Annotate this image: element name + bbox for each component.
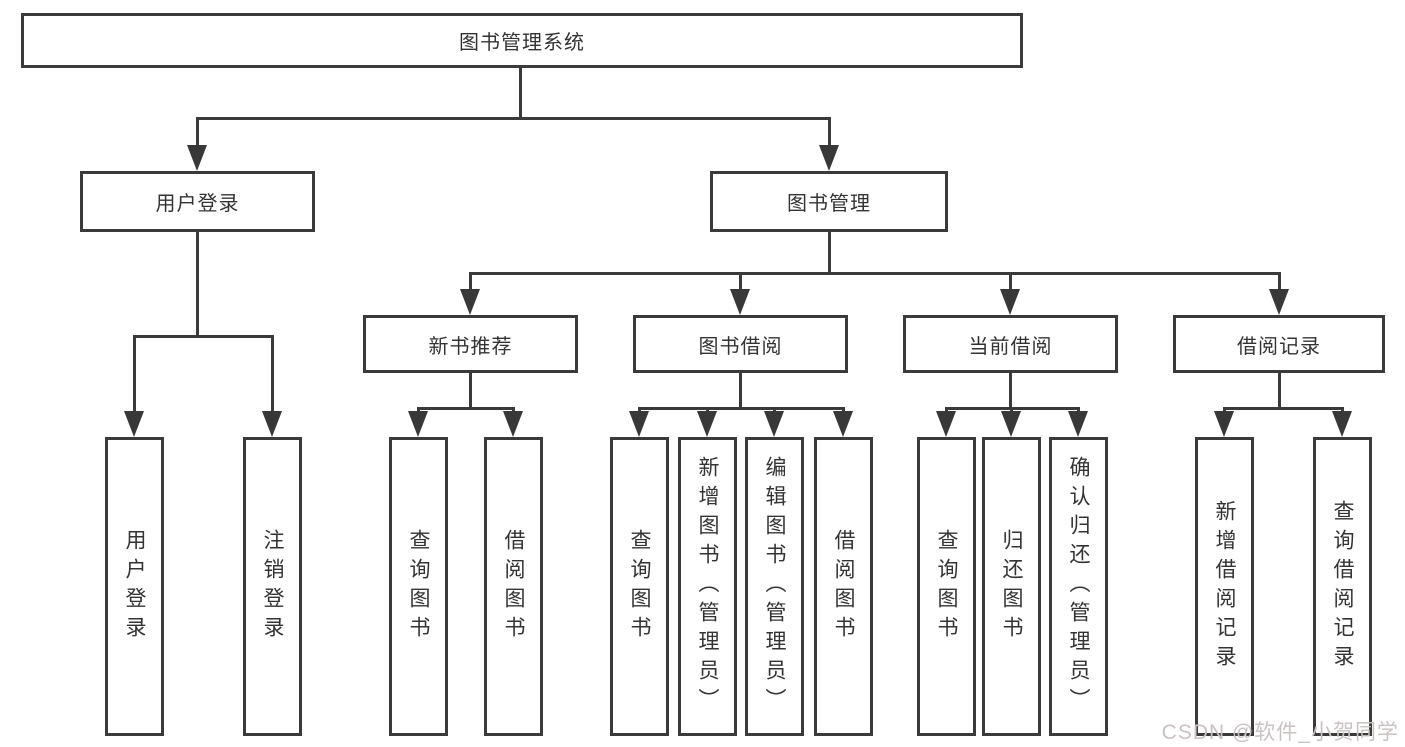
node-label: 查询借阅记录 <box>1331 499 1354 674</box>
connector-book-mgmt-shaft-3 <box>1009 272 1012 292</box>
connector-book-mgmt-shaft-4 <box>1278 272 1281 292</box>
node-label: 编辑图书（管理员） <box>763 456 786 717</box>
node-label: 图书管理系统 <box>459 32 585 54</box>
node-label: 查询图书 <box>628 528 651 645</box>
node-label: 查询图书 <box>407 528 430 645</box>
leaf-confirm-return-admin: 确认归还（管理员） <box>1049 437 1108 736</box>
connector-current-stem <box>1009 373 1012 407</box>
arrow-down-icon <box>124 411 144 437</box>
connector-user-login-stem <box>196 232 199 335</box>
arrow-down-icon <box>819 145 839 171</box>
arrow-down-icon <box>833 411 853 437</box>
leaf-add-borrow-record: 新增借阅记录 <box>1195 437 1254 736</box>
node-label: 查询图书 <box>935 528 958 645</box>
arrow-down-icon <box>408 411 428 437</box>
connector-root-bar <box>196 117 830 120</box>
arrow-down-icon <box>1000 289 1020 315</box>
connector-book-mgmt-bar <box>469 272 1281 275</box>
arrow-down-icon <box>187 145 207 171</box>
node-new-book-recommendation: 新书推荐 <box>363 315 578 373</box>
node-label: 图书借阅 <box>698 335 783 358</box>
node-label: 借阅记录 <box>1237 335 1321 358</box>
arrow-down-icon <box>730 289 750 315</box>
arrow-down-icon <box>460 289 480 315</box>
node-label: 图书管理 <box>787 193 871 215</box>
node-label: 注销登录 <box>261 528 284 645</box>
node-label: 新增图书（管理员） <box>696 456 719 717</box>
connector-user-login-bar <box>133 335 274 338</box>
connector-newbook-stem <box>469 373 472 407</box>
node-current-borrowing: 当前借阅 <box>903 315 1118 373</box>
arrow-down-icon <box>936 411 956 437</box>
connector-root-right-shaft <box>828 117 831 147</box>
arrow-down-icon <box>503 411 523 437</box>
node-user-login: 用户登录 <box>80 171 315 232</box>
node-label: 借阅图书 <box>502 528 525 645</box>
leaf-return-books: 归还图书 <box>982 437 1041 736</box>
arrow-down-icon <box>262 411 282 437</box>
arrow-down-icon <box>764 411 784 437</box>
connector-book-mgmt-shaft-2 <box>739 272 742 292</box>
node-book-borrowing: 图书借阅 <box>633 315 848 373</box>
node-label: 新书推荐 <box>428 335 513 358</box>
arrow-down-icon <box>1001 411 1021 437</box>
connector-user-login-shaft-1 <box>133 335 136 413</box>
node-label: 当前借阅 <box>968 335 1053 358</box>
connector-book-mgmt-shaft-1 <box>469 272 472 292</box>
connector-book-mgmt-stem <box>828 232 831 272</box>
node-label: 归还图书 <box>1000 528 1023 645</box>
connector-user-login-shaft-2 <box>271 335 274 413</box>
connector-newbook-bar <box>417 407 515 410</box>
leaf-logout: 注销登录 <box>243 437 302 736</box>
node-library-management-system: 图书管理系统 <box>21 13 1023 68</box>
leaf-query-books-3: 查询图书 <box>917 437 976 736</box>
arrow-down-icon <box>1269 289 1289 315</box>
connector-records-stem <box>1278 373 1281 407</box>
connector-root-left-shaft <box>196 117 199 147</box>
csdn-watermark: CSDN @软件_小贺同学 <box>1161 721 1399 744</box>
leaf-query-borrow-record: 查询借阅记录 <box>1313 437 1372 736</box>
arrow-down-icon <box>1068 411 1088 437</box>
leaf-borrow-books-1: 借阅图书 <box>484 437 543 736</box>
leaf-add-books-admin: 新增图书（管理员） <box>678 437 737 736</box>
connector-borrowing-stem <box>739 373 742 407</box>
node-label: 新增借阅记录 <box>1213 499 1236 674</box>
node-label: 用户登录 <box>123 528 146 645</box>
node-label: 借阅图书 <box>832 528 855 645</box>
connector-records-bar <box>1223 407 1343 410</box>
node-label: 用户登录 <box>155 193 240 215</box>
node-label: 确认归还（管理员） <box>1067 456 1090 717</box>
arrow-down-icon <box>1332 411 1352 437</box>
leaf-query-books-2: 查询图书 <box>610 437 669 736</box>
arrow-down-icon <box>697 411 717 437</box>
leaf-edit-books-admin: 编辑图书（管理员） <box>745 437 804 736</box>
arrow-down-icon <box>629 411 649 437</box>
leaf-user-login: 用户登录 <box>105 437 164 736</box>
leaf-borrow-books-2: 借阅图书 <box>814 437 873 736</box>
arrow-down-icon <box>1214 411 1234 437</box>
connector-borrowing-bar <box>638 407 845 410</box>
leaf-query-books-1: 查询图书 <box>389 437 448 736</box>
node-book-management: 图书管理 <box>710 171 948 232</box>
connector-root-stem <box>519 68 522 117</box>
node-borrowing-records: 借阅记录 <box>1173 315 1385 373</box>
